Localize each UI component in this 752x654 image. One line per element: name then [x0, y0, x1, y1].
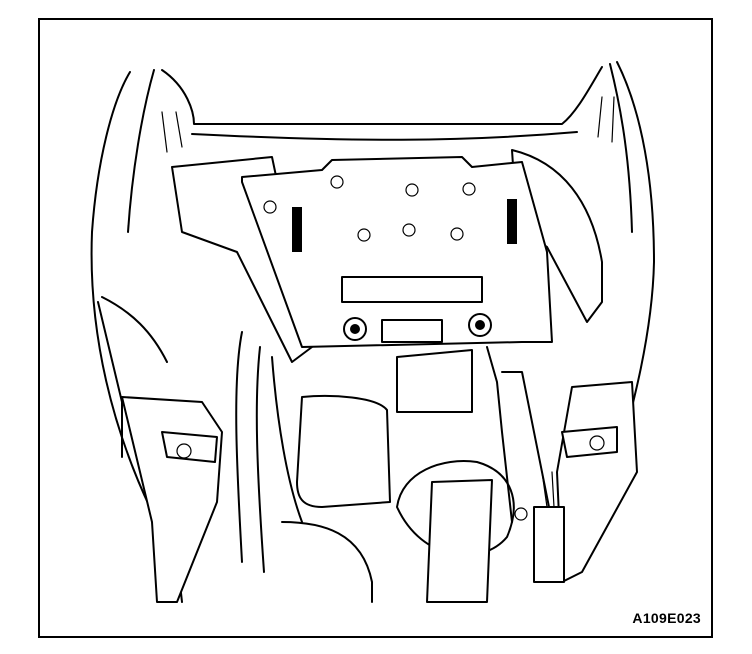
- figure-code-label: A109E023: [632, 610, 701, 626]
- figure-frame: A109E023: [38, 18, 713, 638]
- console-mount-line-drawing: [90, 61, 655, 603]
